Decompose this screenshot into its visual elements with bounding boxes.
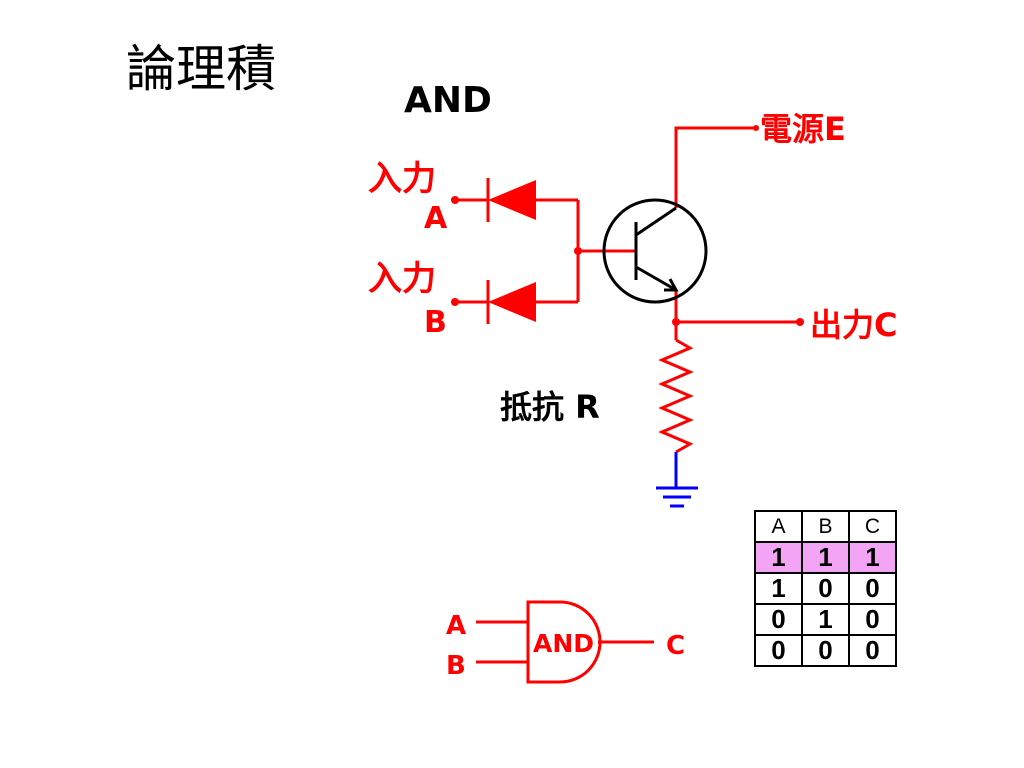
power-terminal <box>753 125 759 131</box>
table-row: 1 1 1 <box>754 541 897 574</box>
gate-input-a-label: A <box>446 611 466 641</box>
circuit-heading: AND <box>404 80 492 121</box>
base-junction-dot <box>574 247 582 255</box>
truth-table: A B C 1 1 1 1 0 0 0 1 0 0 0 0 <box>754 510 897 667</box>
gate-symbol-label: AND <box>533 629 594 658</box>
input-b-terminal <box>451 298 459 306</box>
diode-a-icon <box>486 178 536 222</box>
table-cell: 0 <box>848 572 897 605</box>
output-terminal <box>796 318 804 326</box>
header-b: B <box>801 510 850 543</box>
npn-transistor-icon <box>602 198 708 304</box>
ground-icon <box>656 452 698 508</box>
table-row: 1 0 0 <box>754 572 897 605</box>
header-c: C <box>848 510 897 543</box>
table-row: 0 0 0 <box>754 634 897 667</box>
header-a: A <box>754 510 803 543</box>
table-cell: 1 <box>754 541 803 574</box>
table-cell: 0 <box>848 634 897 667</box>
table-cell: 0 <box>801 634 850 667</box>
output-label: 出力C <box>810 306 898 344</box>
table-cell: 0 <box>754 603 803 636</box>
input-a-label-top: 入力 <box>368 159 436 199</box>
table-cell: 1 <box>848 541 897 574</box>
table-cell: 1 <box>754 572 803 605</box>
resistor-label: 抵抗 R <box>500 388 600 426</box>
input-a-label-bottom: A <box>424 201 448 236</box>
table-cell: 1 <box>801 541 850 574</box>
table-cell: 0 <box>754 634 803 667</box>
table-cell: 1 <box>801 603 850 636</box>
input-a-terminal <box>451 196 459 204</box>
and-gate-symbol: A B AND C <box>446 600 685 684</box>
circuit-wires <box>455 126 800 454</box>
input-b-label-top: 入力 <box>368 259 436 299</box>
slide-title: 論理積 <box>126 40 276 98</box>
table-cell: 0 <box>801 572 850 605</box>
truth-table-header: A B C <box>754 510 897 543</box>
diode-b-icon <box>486 280 536 324</box>
gate-output-label: C <box>666 631 685 661</box>
table-cell: 0 <box>848 603 897 636</box>
table-row: 0 1 0 <box>754 603 897 636</box>
power-label: 電源E <box>760 110 846 148</box>
input-b-label-bottom: B <box>424 305 447 340</box>
output-junction-dot <box>672 318 680 326</box>
gate-input-b-label: B <box>446 651 466 681</box>
